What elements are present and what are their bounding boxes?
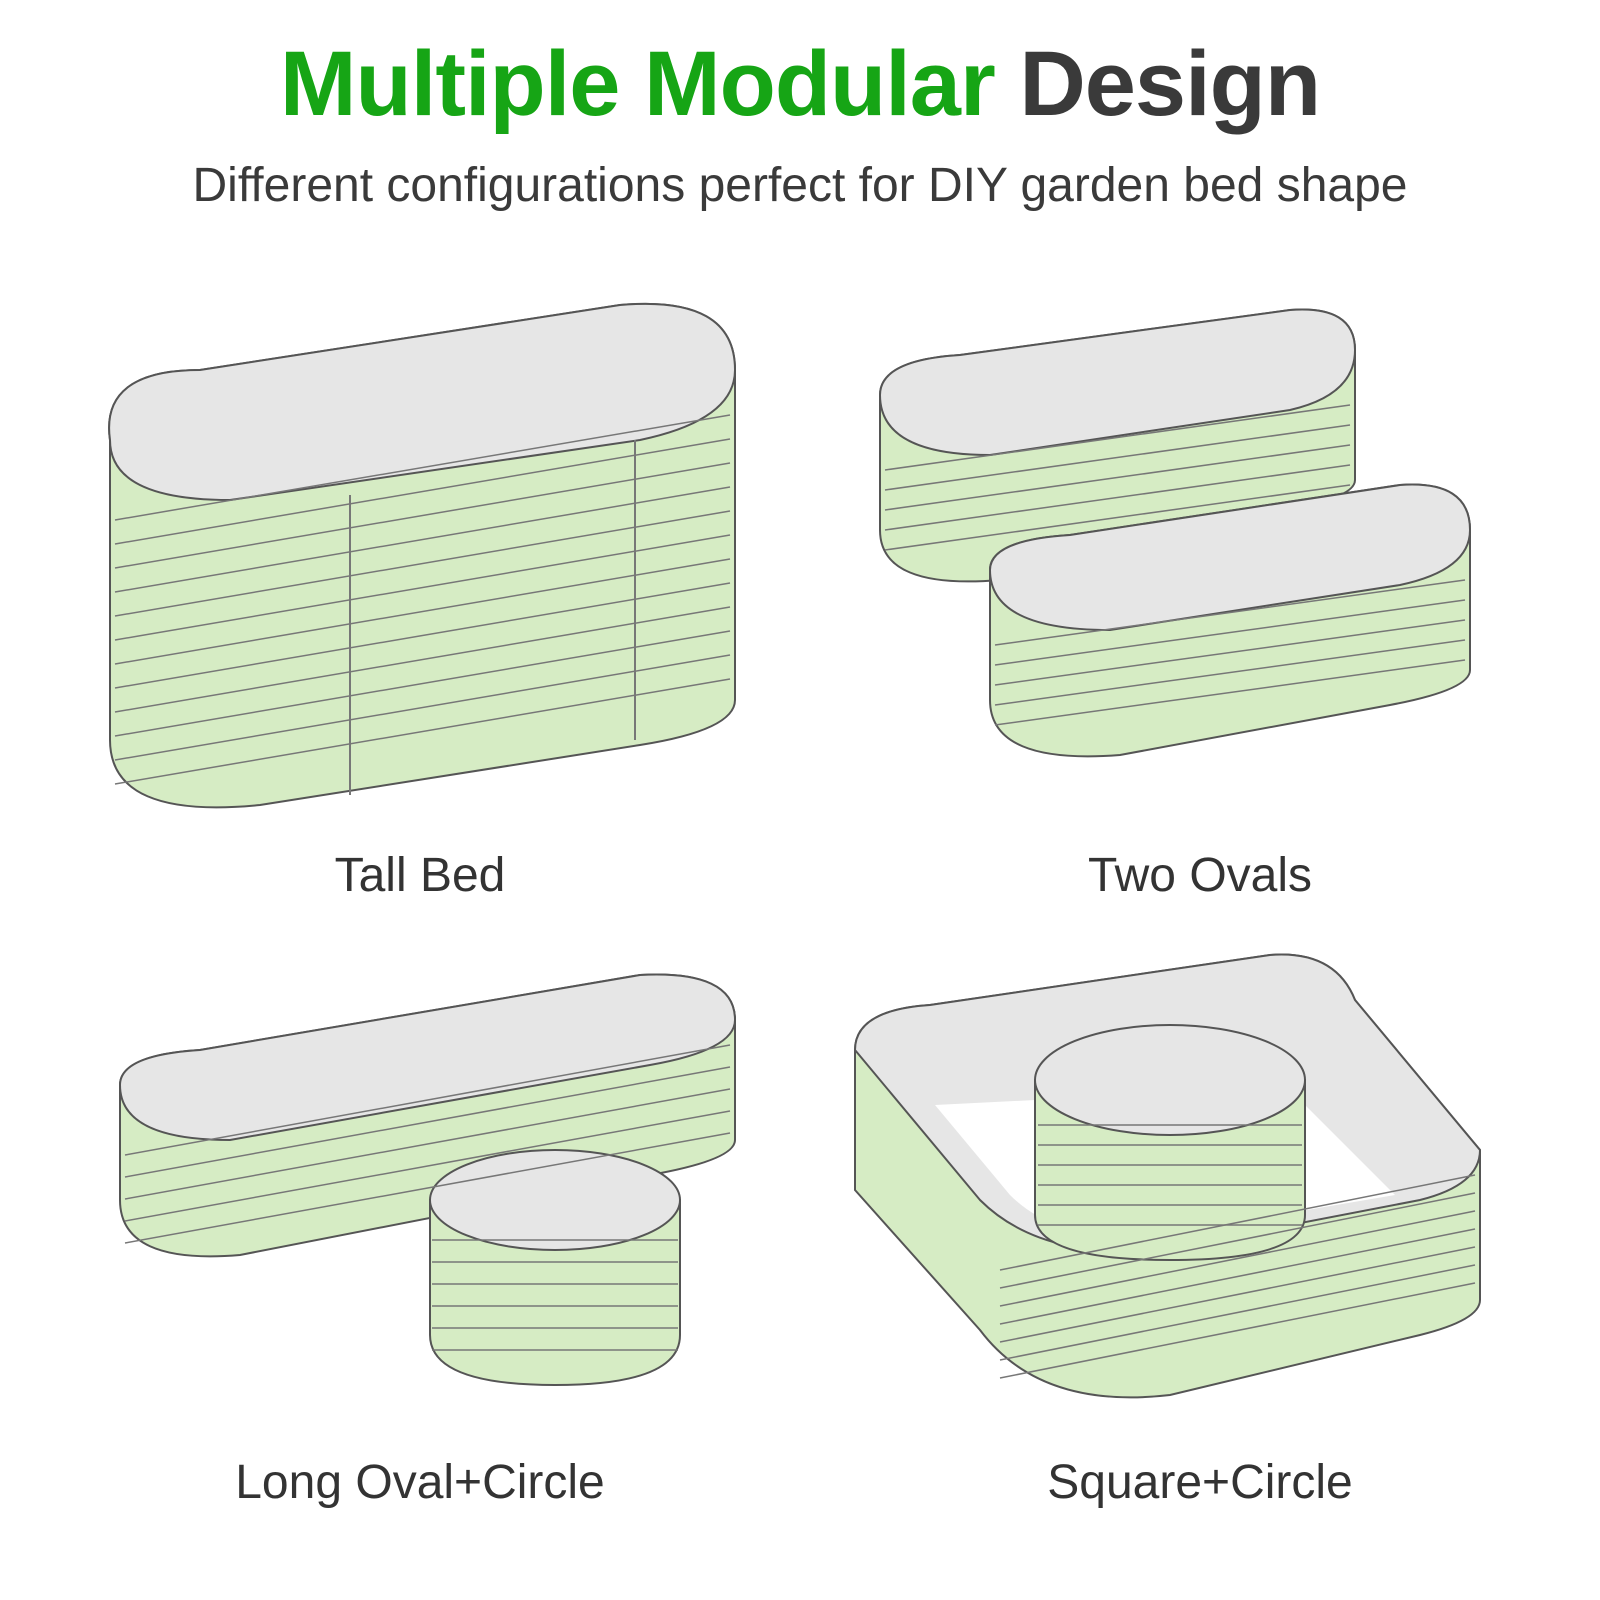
rib-line <box>999 1228 1476 1325</box>
square-circle-illustration <box>853 953 1482 1399</box>
rib-line <box>114 534 731 641</box>
caption-square-circle: Square+Circle <box>1047 1456 1353 1509</box>
rib-line <box>114 654 731 761</box>
two-ovals-illustration <box>878 308 1472 758</box>
rib-line <box>124 1110 731 1222</box>
rib-line <box>884 484 1351 551</box>
page-subtitle: Different configurations perfect for DIY… <box>192 159 1408 212</box>
rib-line <box>884 424 1351 491</box>
rib-line <box>124 1132 731 1244</box>
rib-line <box>994 579 1466 646</box>
rib-line <box>999 1246 1476 1343</box>
long-oval-circle-illustration <box>118 973 737 1387</box>
rib-line <box>114 414 731 521</box>
rib-line <box>994 619 1466 686</box>
tall-bed-illustration <box>108 302 737 809</box>
rib-line <box>114 462 731 569</box>
rib-line <box>884 444 1351 511</box>
rib-line <box>124 1088 731 1200</box>
rib-line <box>994 599 1466 666</box>
rib-line <box>999 1264 1476 1361</box>
caption-long-oval-circle: Long Oval+Circle <box>235 1456 605 1509</box>
rib-line <box>114 510 731 617</box>
rib-line <box>994 659 1466 726</box>
title-rest: Design <box>1019 33 1321 135</box>
rib-line <box>999 1174 1476 1271</box>
caption-two-ovals: Two Ovals <box>1087 849 1313 902</box>
rib-line <box>884 404 1351 471</box>
rib-line <box>114 630 731 737</box>
title-accent: Multiple Modular <box>279 33 996 135</box>
caption-tall-bed: Tall Bed <box>334 849 506 902</box>
rib-line <box>124 1044 731 1156</box>
rib-line <box>999 1210 1476 1307</box>
rib-line <box>999 1282 1476 1379</box>
rib-line <box>994 639 1466 706</box>
rib-line <box>114 486 731 593</box>
rib-line <box>884 464 1351 531</box>
rib-line <box>999 1192 1476 1289</box>
rib-line <box>114 558 731 665</box>
rib-line <box>114 678 731 785</box>
rib-line <box>114 606 731 713</box>
rib-line <box>114 438 731 545</box>
page-title: Multiple Modular Design <box>0 38 1600 130</box>
rib-line <box>114 582 731 689</box>
rib-line <box>124 1066 731 1178</box>
